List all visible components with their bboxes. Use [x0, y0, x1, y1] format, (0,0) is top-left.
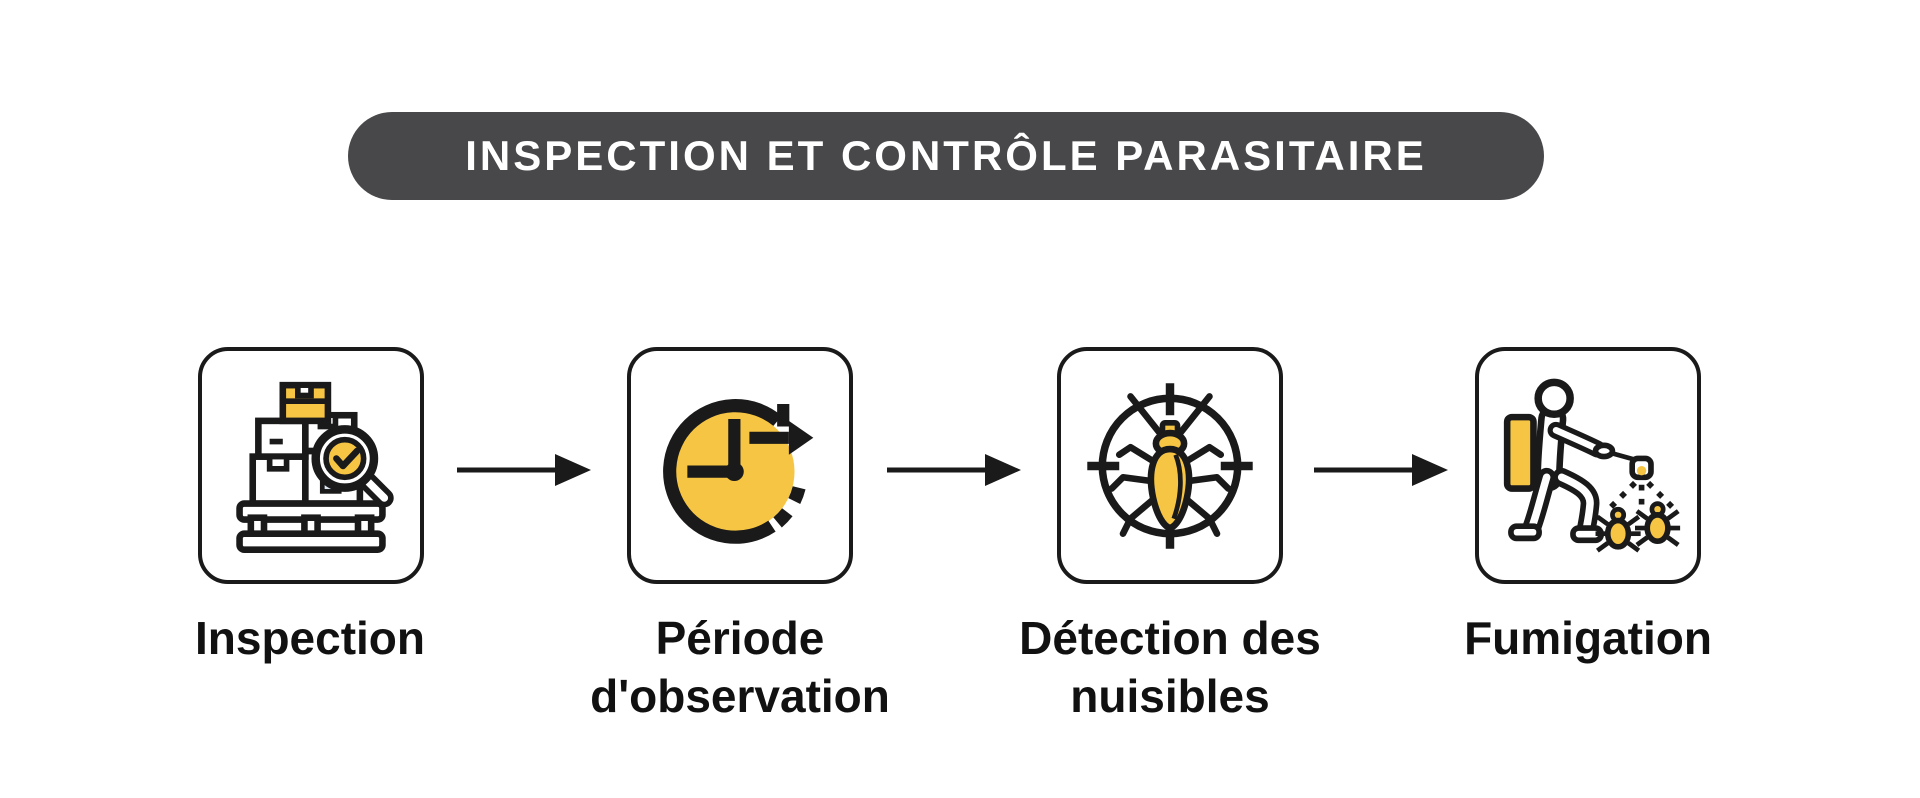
step-card-detection	[1057, 347, 1283, 584]
pest-target-icon	[1087, 382, 1253, 549]
step-label-fumigation: Fumigation	[1464, 612, 1712, 664]
bug-icon	[1595, 506, 1641, 553]
step-card-observation	[627, 347, 853, 584]
step-card-inspection	[198, 347, 424, 584]
title-banner: INSPECTION ET CONTRÔLE PARASITAIRE	[348, 112, 1544, 200]
flow-arrow-icon	[1314, 454, 1448, 486]
inspection-pallet-magnifier-icon	[236, 381, 394, 553]
step-label-detection: Détection des nuisibles	[1019, 612, 1321, 722]
bug-icon	[1635, 500, 1681, 547]
observation-clock-icon	[663, 398, 814, 544]
step-card-fumigation	[1475, 347, 1701, 584]
title-banner-label: INSPECTION ET CONTRÔLE PARASITAIRE	[465, 132, 1427, 179]
flow-arrow-icon	[457, 454, 591, 486]
step-label-inspection: Inspection	[194, 612, 426, 664]
step-label-observation: Période d'observation	[590, 612, 890, 722]
flow-arrow-icon	[887, 454, 1021, 486]
fumigation-sprayer-icon	[1503, 378, 1681, 553]
